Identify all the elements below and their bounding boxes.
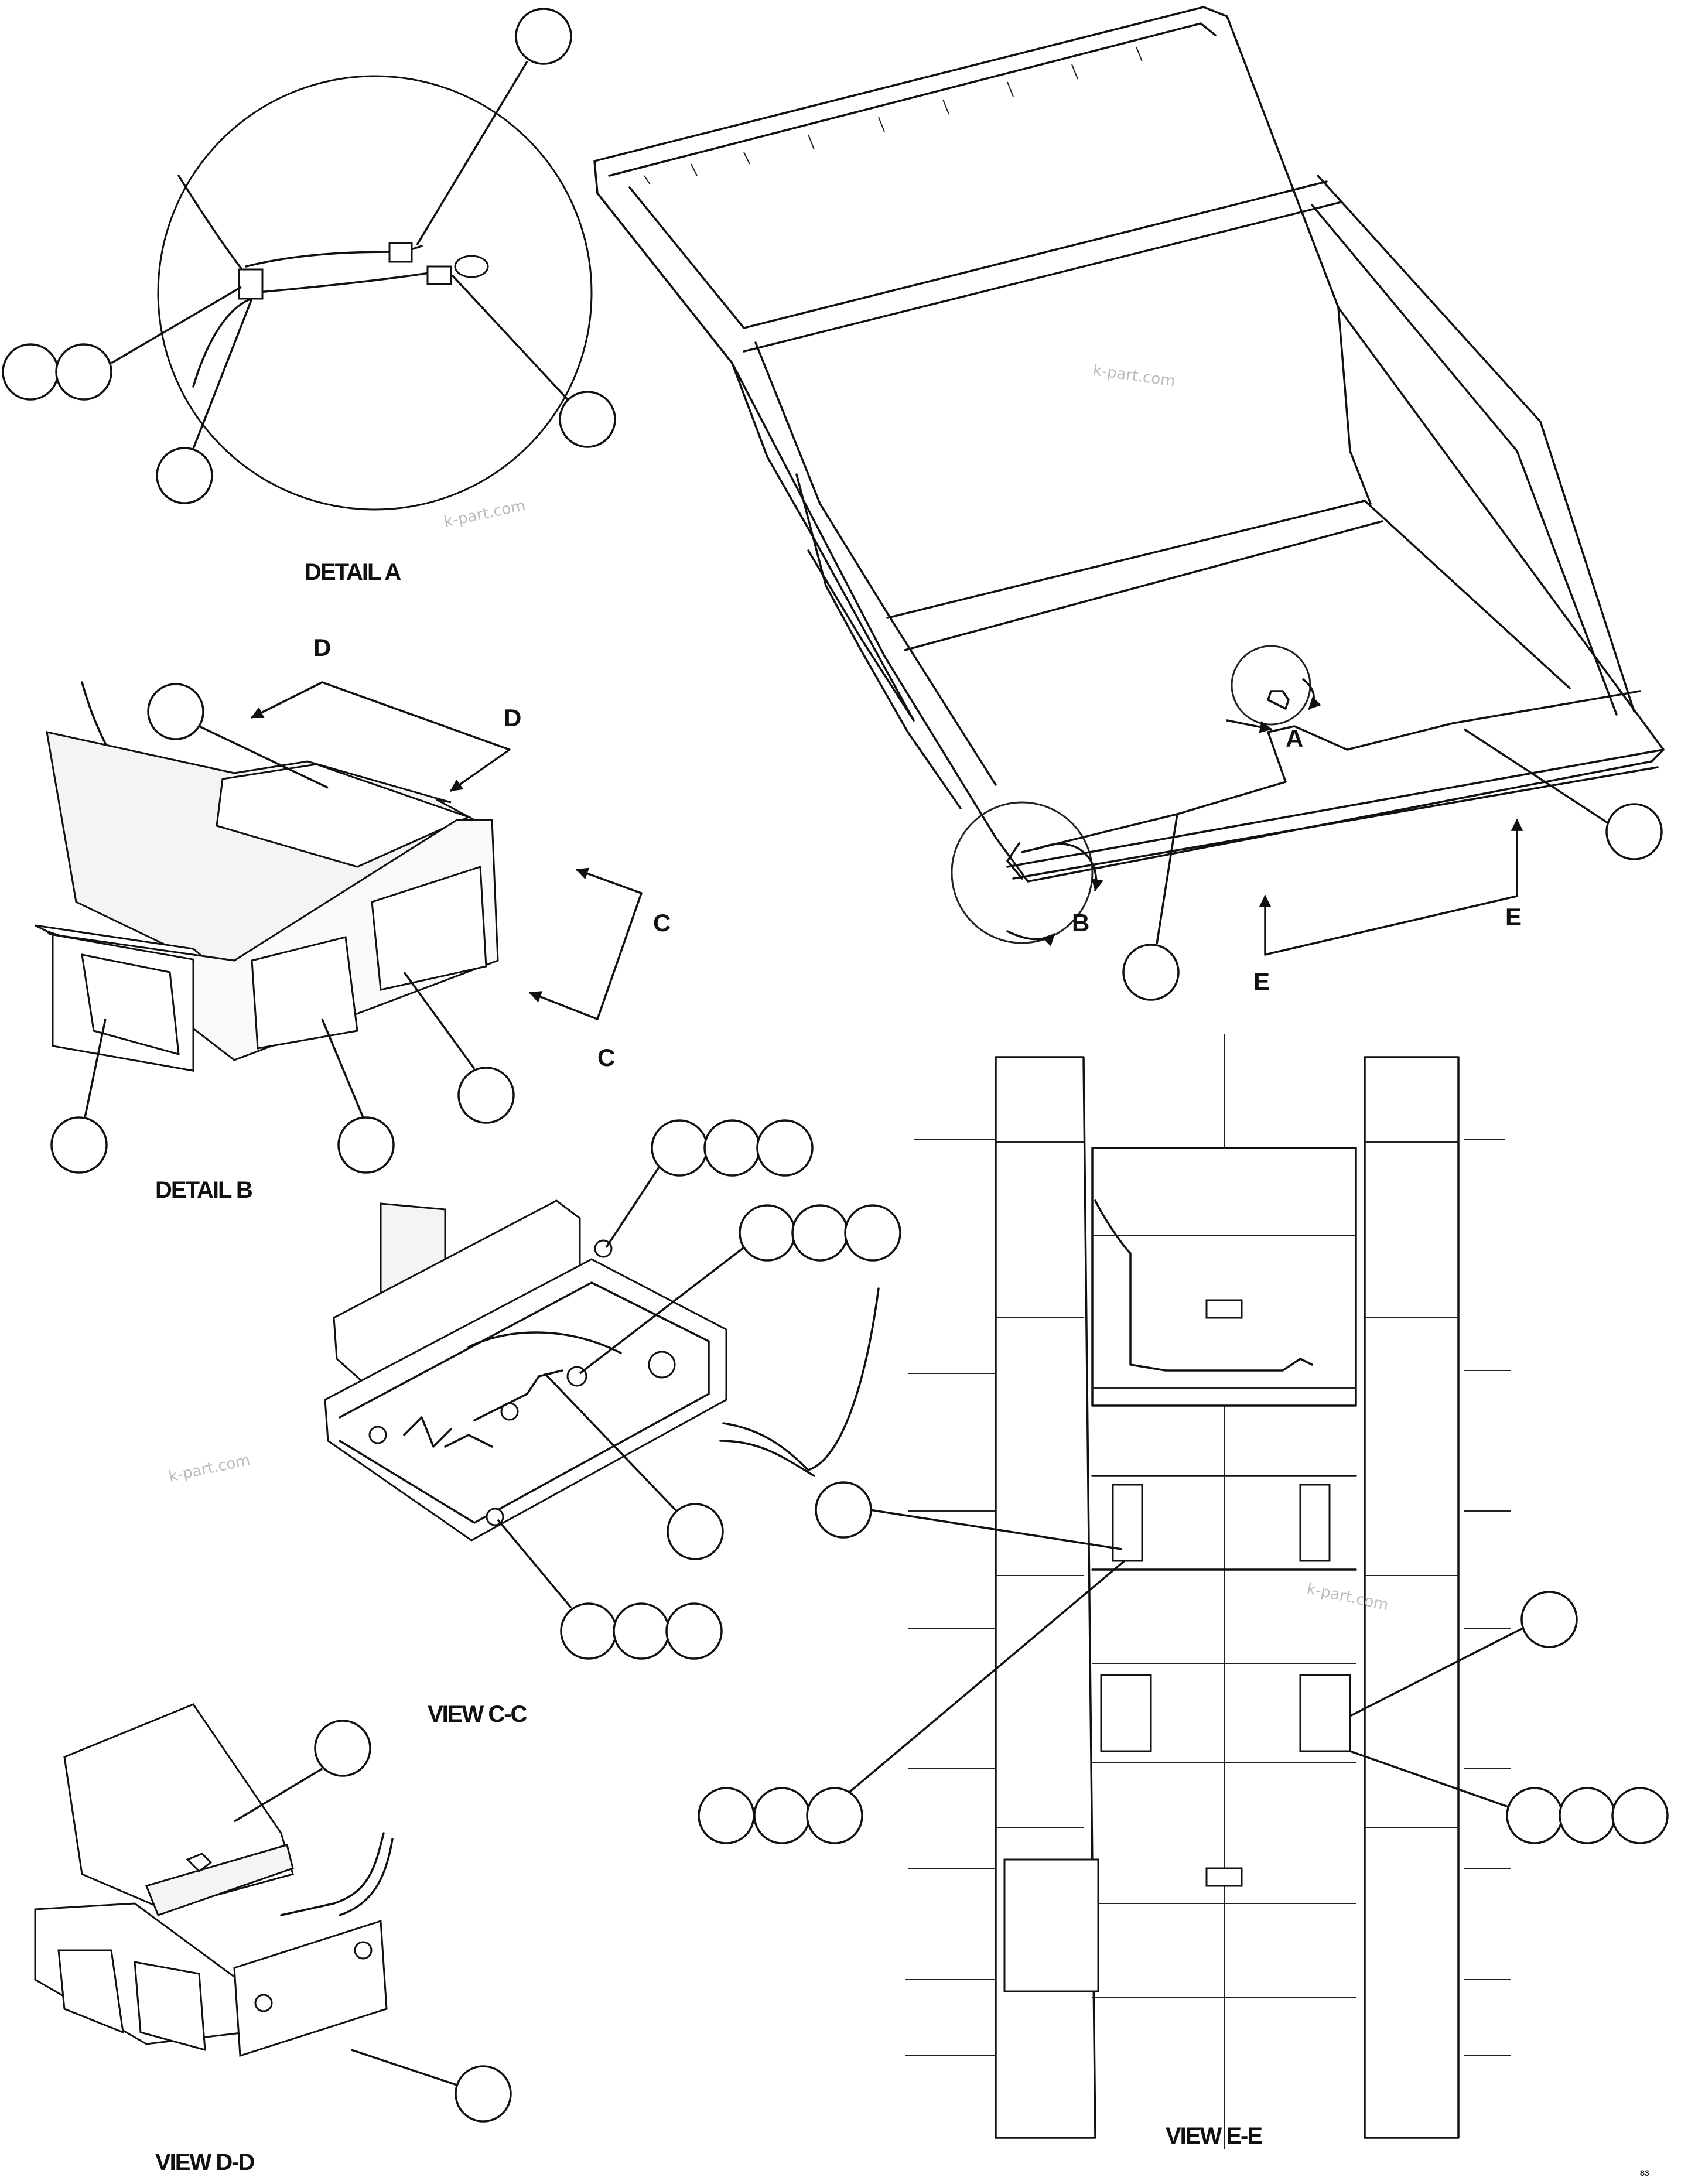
view-d-d: VIEW D-D: [34, 1703, 512, 2175]
battery-box: [1003, 1858, 1099, 1992]
callout-bubble: [613, 1602, 670, 1660]
callout-bubble: [1605, 803, 1663, 860]
callout-bubble: [815, 1481, 872, 1539]
callout-bubble: [515, 8, 572, 65]
callout-bubble: [147, 683, 204, 740]
callout-bubble: [1520, 1591, 1578, 1648]
lamp-box: [324, 1258, 727, 1542]
lamp-lens: [371, 865, 487, 991]
section-c-letter: C: [653, 909, 671, 937]
callout-bubble: [337, 1116, 395, 1174]
callout-bubble: [1559, 1787, 1616, 1844]
callout-bubble: [753, 1787, 811, 1844]
callout-bubble: [50, 1116, 108, 1174]
lamp-lens: [251, 936, 358, 1050]
cable: [280, 1832, 385, 1916]
figure-id: 83: [1640, 2168, 1649, 2178]
view-c-c-title: VIEW C-C: [428, 1701, 527, 1727]
callout-bubble: [1122, 944, 1180, 1001]
lamp-lens: [57, 1949, 124, 2034]
callout-bubble: [560, 1602, 617, 1660]
junction-box: [1100, 1674, 1152, 1752]
right-rail: [1364, 1056, 1460, 2139]
watermark: k-part.com: [167, 1451, 252, 1486]
ring-terminal: [426, 265, 452, 285]
section-b-letter: B: [1072, 909, 1089, 937]
callout-bubble: [651, 1119, 708, 1177]
harness-route: [1021, 690, 1641, 853]
section-e-letter: E: [1253, 968, 1270, 995]
section-a-letter: A: [1286, 724, 1303, 752]
main-dump-body: B A E E k-part.com: [593, 6, 1665, 1001]
callout-bubble: [559, 391, 616, 448]
callout-bubble: [2, 343, 59, 401]
callout-bubble: [698, 1787, 755, 1844]
view-d-d-title: VIEW D-D: [155, 2149, 255, 2175]
callout-bubble: [667, 1503, 724, 1560]
cable: [722, 1287, 880, 1471]
detail-a-title: DETAIL A: [305, 559, 401, 585]
callout-bubble: [703, 1119, 761, 1177]
callout-bubble: [739, 1204, 796, 1262]
section-d-letter: D: [313, 634, 331, 661]
callout-bubble: [1506, 1787, 1563, 1844]
lamp-box: [233, 1919, 388, 2057]
detail-a-circle: [157, 75, 593, 511]
callout-bubble: [806, 1787, 863, 1844]
detail-b-title: DETAIL B: [155, 1177, 252, 1203]
view-c-c: VIEW C-C k-part.com: [167, 1119, 901, 1727]
callout-bubble: [756, 1119, 814, 1177]
watermark: k-part.com: [442, 497, 527, 531]
lamp-lens: [134, 1961, 206, 2052]
frame-harness: [1094, 1199, 1313, 1372]
frame-cross-member: [1091, 1147, 1357, 1407]
callout-bubble: [156, 447, 213, 504]
view-e-e: VIEW E-E k-part.com: [698, 1034, 1669, 2149]
detail-b: D D C C DETAIL B: [35, 634, 671, 1203]
lamp-lens: [81, 953, 180, 1056]
callout-bubble: [55, 343, 112, 401]
section-c-letter: C: [597, 1044, 615, 1071]
callout-bubble: [844, 1204, 901, 1262]
callout-bubble: [665, 1602, 723, 1660]
section-d-letter: D: [504, 704, 521, 732]
callout-bubble: [1611, 1787, 1669, 1844]
detail-a: DETAIL A k-part.com: [2, 8, 616, 585]
callout-bubble: [791, 1204, 849, 1262]
callout-bubble: [314, 1720, 371, 1777]
section-e-letter: E: [1505, 903, 1522, 931]
junction-box: [1299, 1674, 1351, 1752]
ring-terminal: [388, 242, 413, 263]
cable-clamp: [238, 268, 264, 300]
view-e-e-title: VIEW E-E: [1166, 2123, 1262, 2149]
callout-bubble: [457, 1067, 515, 1124]
callout-bubble: [455, 2065, 512, 2123]
